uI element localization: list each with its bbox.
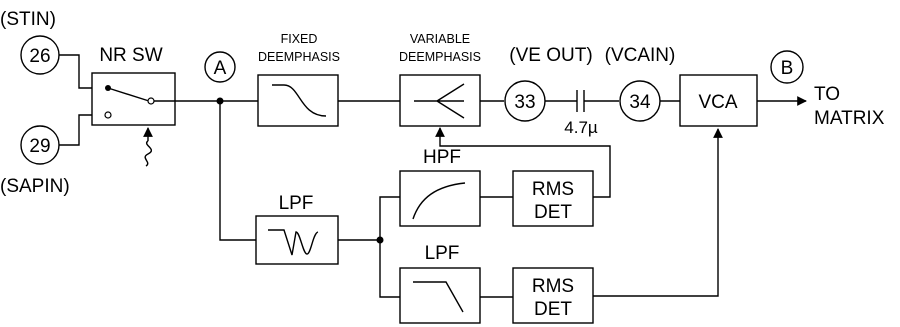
wire-to-hpf	[379, 196, 400, 240]
variable-filter-icon	[414, 83, 465, 119]
highpass-curve-icon	[412, 182, 466, 220]
lpf-side-box	[399, 267, 481, 324]
nr-sw-box	[91, 72, 176, 126]
wire-stin	[59, 54, 92, 89]
pin-29-label: 29	[29, 136, 50, 157]
pin-vcain-name: (VCAIN)	[605, 45, 676, 66]
node-a-label: A	[214, 58, 227, 79]
pin-34-label: 34	[629, 92, 651, 113]
wire-to-lpf-side	[379, 240, 400, 298]
wire-control-vca	[593, 128, 723, 297]
capacitor-value: 4.7µ	[564, 118, 598, 137]
capacitor-symbol	[545, 90, 619, 112]
variable-deemphasis-label-1: VARIABLE	[410, 32, 470, 46]
pin-sapin-name: (SAPIN)	[0, 176, 70, 197]
rms-det-top-label-2: DET	[534, 202, 572, 223]
pin-33-label: 33	[514, 92, 535, 113]
wire-to-lpf-main	[219, 101, 256, 241]
rms-det-bottom-label-1: RMS	[532, 276, 574, 297]
pin-ve-out-name: (VE OUT)	[509, 45, 592, 66]
fixed-deemphasis-label-2: DEEMPHASIS	[258, 50, 340, 64]
node-a-circle	[204, 51, 236, 83]
node-b-circle	[770, 50, 804, 84]
hpf-label: HPF	[423, 147, 461, 168]
fixed-deemphasis-label-1: FIXED	[281, 32, 318, 46]
output-label-2: MATRIX	[814, 108, 885, 129]
rms-det-top-box	[512, 170, 594, 227]
variable-deemphasis-label-2: DEEMPHASIS	[399, 50, 481, 64]
lpf-side-label: LPF	[425, 243, 460, 264]
hpf-box	[399, 170, 481, 227]
wire-control-variable-deemphasis	[435, 127, 611, 198]
switch-symbol	[104, 85, 175, 119]
rms-det-bottom-box	[512, 267, 594, 324]
vca-box	[679, 74, 758, 127]
control-input-arrow	[143, 127, 153, 167]
lpf-main-label: LPF	[279, 193, 314, 214]
lowpass-curve-icon	[413, 281, 464, 313]
wire-sapin	[59, 114, 92, 146]
node-b-label: B	[781, 58, 794, 79]
rms-det-top-label-1: RMS	[532, 179, 574, 200]
vca-label: VCA	[698, 92, 737, 113]
notch-filter-icon	[268, 229, 319, 256]
nr-sw-label: NR SW	[99, 45, 162, 66]
pin-stin-name: (STIN)	[0, 9, 56, 30]
output-label-1: TO	[814, 84, 840, 105]
deemphasis-curve-icon	[272, 84, 327, 117]
rms-det-bottom-label-2: DET	[534, 299, 572, 320]
fixed-deemphasis-box	[257, 74, 339, 127]
lpf-main-box	[255, 215, 339, 265]
pin-26-label: 26	[29, 46, 50, 67]
